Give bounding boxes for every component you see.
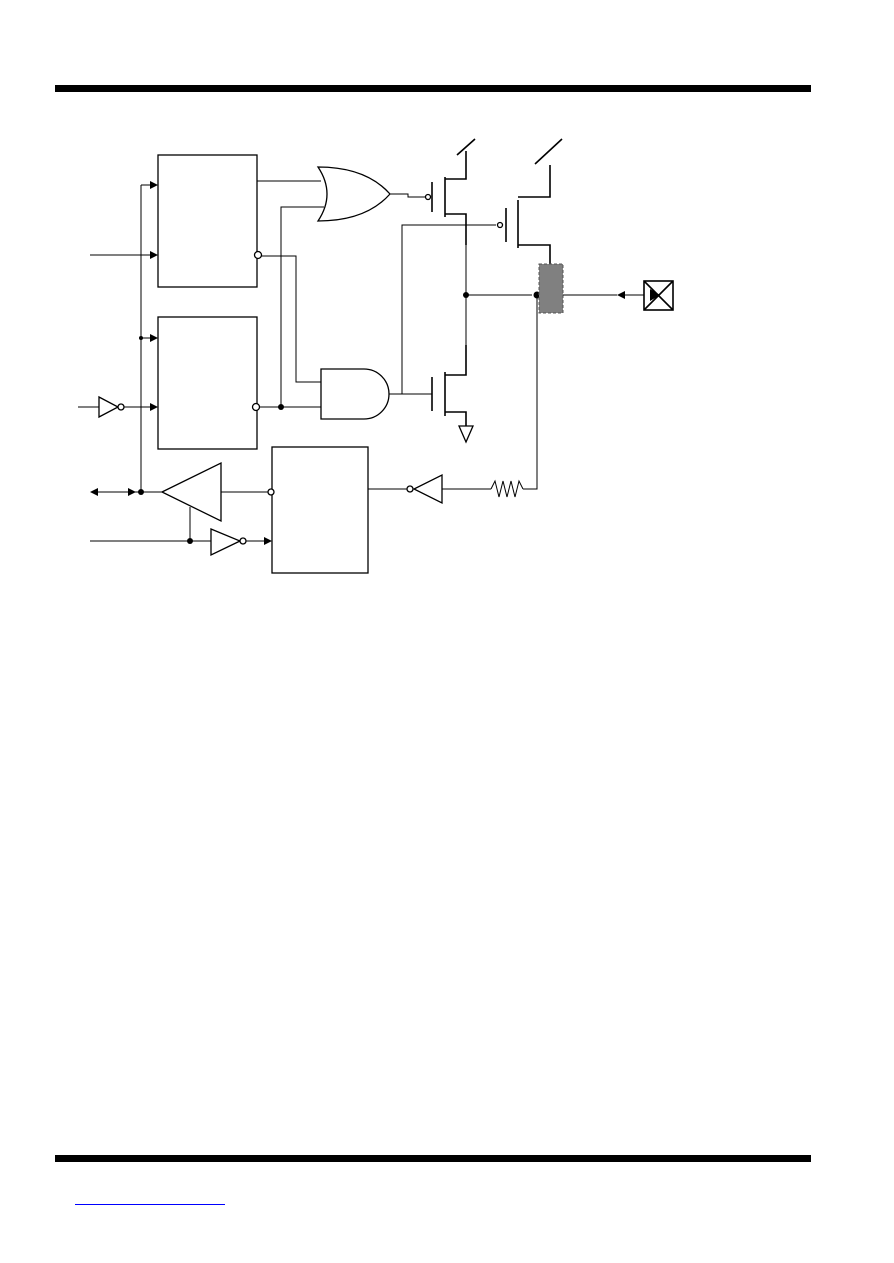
- junction-dot: [138, 489, 144, 495]
- arrow-head: [150, 334, 158, 342]
- pmos-upper-source: [445, 151, 467, 180]
- pmos-lower-drain: [518, 244, 551, 264]
- series-resistor-block: [538, 263, 564, 314]
- vcc-rail-1: [456, 138, 476, 156]
- junction-dot: [139, 336, 143, 340]
- vcc-rail-2: [534, 138, 563, 165]
- flip-flop-upper: [157, 154, 258, 288]
- arrow-head: [150, 181, 158, 189]
- arrow-head: [150, 251, 158, 259]
- latch-block: [271, 446, 369, 574]
- header-rule: [55, 85, 811, 92]
- arrow-head: [128, 488, 136, 496]
- wire: [401, 224, 496, 394]
- flip-flop-lower: [157, 316, 258, 450]
- input-buffer-inverter: [412, 473, 443, 505]
- wire: [261, 255, 324, 383]
- output-bubble: [251, 402, 261, 412]
- junction-dot: [187, 538, 193, 544]
- inverter-input: [98, 395, 120, 419]
- inverter-bottom: [210, 528, 242, 557]
- wire: [390, 193, 425, 198]
- arrow-head: [264, 537, 272, 545]
- ground-icon: [458, 425, 474, 444]
- inverter-bubble: [117, 403, 125, 411]
- input-path-wire: [523, 295, 538, 490]
- wire: [280, 206, 324, 407]
- pmos-lower-source: [518, 165, 551, 198]
- inverter-bubble: [239, 537, 247, 545]
- resistor-zigzag: [490, 479, 524, 498]
- pmos-gate-bubble: [424, 193, 432, 201]
- nmos-drain: [445, 345, 467, 376]
- footer-link-underline[interactable]: [75, 1204, 225, 1205]
- latch-input-bubble: [267, 488, 275, 496]
- inverter-bubble: [406, 485, 414, 493]
- output-bubble: [253, 250, 263, 260]
- footer-rule: [55, 1155, 811, 1162]
- arrow-head: [90, 488, 98, 496]
- pmos-upper-drain: [445, 213, 467, 245]
- or-gate: [316, 166, 391, 222]
- junction-dot: [463, 292, 469, 298]
- pmos-gate-bubble: [496, 221, 504, 229]
- buffer-triangle: [160, 461, 222, 523]
- nmos-source: [445, 411, 467, 426]
- and-gate: [320, 368, 390, 420]
- arrow-head: [150, 403, 158, 411]
- arrow-head: [617, 291, 625, 299]
- pad-x-box-icon: [643, 280, 674, 311]
